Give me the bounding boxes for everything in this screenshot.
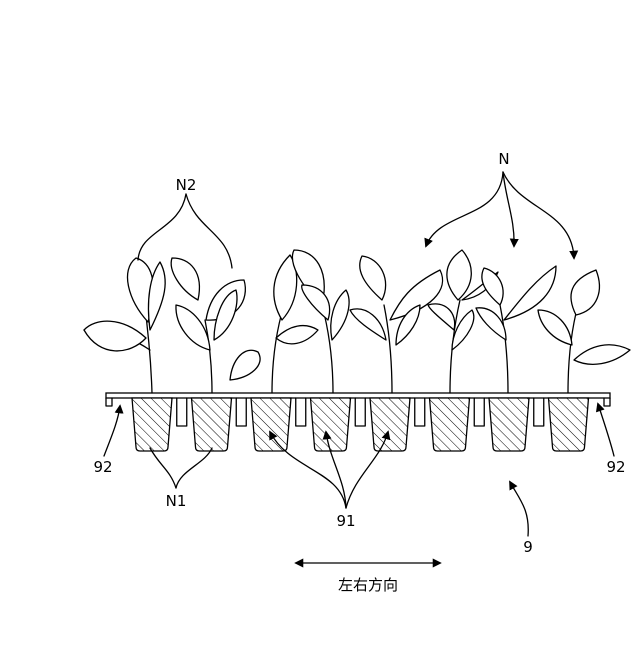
tray-cell — [430, 398, 470, 451]
tray — [106, 393, 610, 451]
tray-connector — [236, 398, 246, 426]
label-92-right: 92 — [606, 458, 625, 476]
tray-connector — [474, 398, 484, 426]
tray-cell — [489, 398, 529, 451]
tray-edge-right — [604, 398, 610, 406]
seedling-1 — [84, 258, 165, 393]
tray-cell — [192, 398, 232, 451]
label-9: 9 — [523, 538, 533, 556]
seedling-8 — [538, 270, 630, 393]
tray-flange — [106, 393, 610, 398]
tray-cells — [132, 398, 589, 451]
tray-connector — [355, 398, 365, 426]
tray-connector — [296, 398, 306, 426]
label-91: 91 — [336, 512, 355, 530]
seedlings — [84, 250, 630, 393]
label-n2: N2 — [176, 176, 197, 194]
direction-label: 左右方向 — [338, 576, 398, 594]
tray-edge-left — [106, 398, 112, 406]
tray-cell — [251, 398, 291, 451]
seedling-5 — [350, 256, 443, 393]
tray-cell — [370, 398, 410, 451]
tray-cell — [311, 398, 351, 451]
tray-cell — [549, 398, 589, 451]
label-n: N — [498, 150, 509, 168]
tray-connector — [534, 398, 544, 426]
seedling-7 — [476, 266, 556, 393]
tray-connector — [415, 398, 425, 426]
label-n1: N1 — [166, 492, 187, 510]
tray-connector — [177, 398, 187, 426]
seedling-4 — [292, 250, 349, 393]
labels: N N2 92 92 N1 91 9 左右方向 — [93, 150, 625, 594]
label-92-left: 92 — [93, 458, 112, 476]
tray-cell — [132, 398, 172, 451]
